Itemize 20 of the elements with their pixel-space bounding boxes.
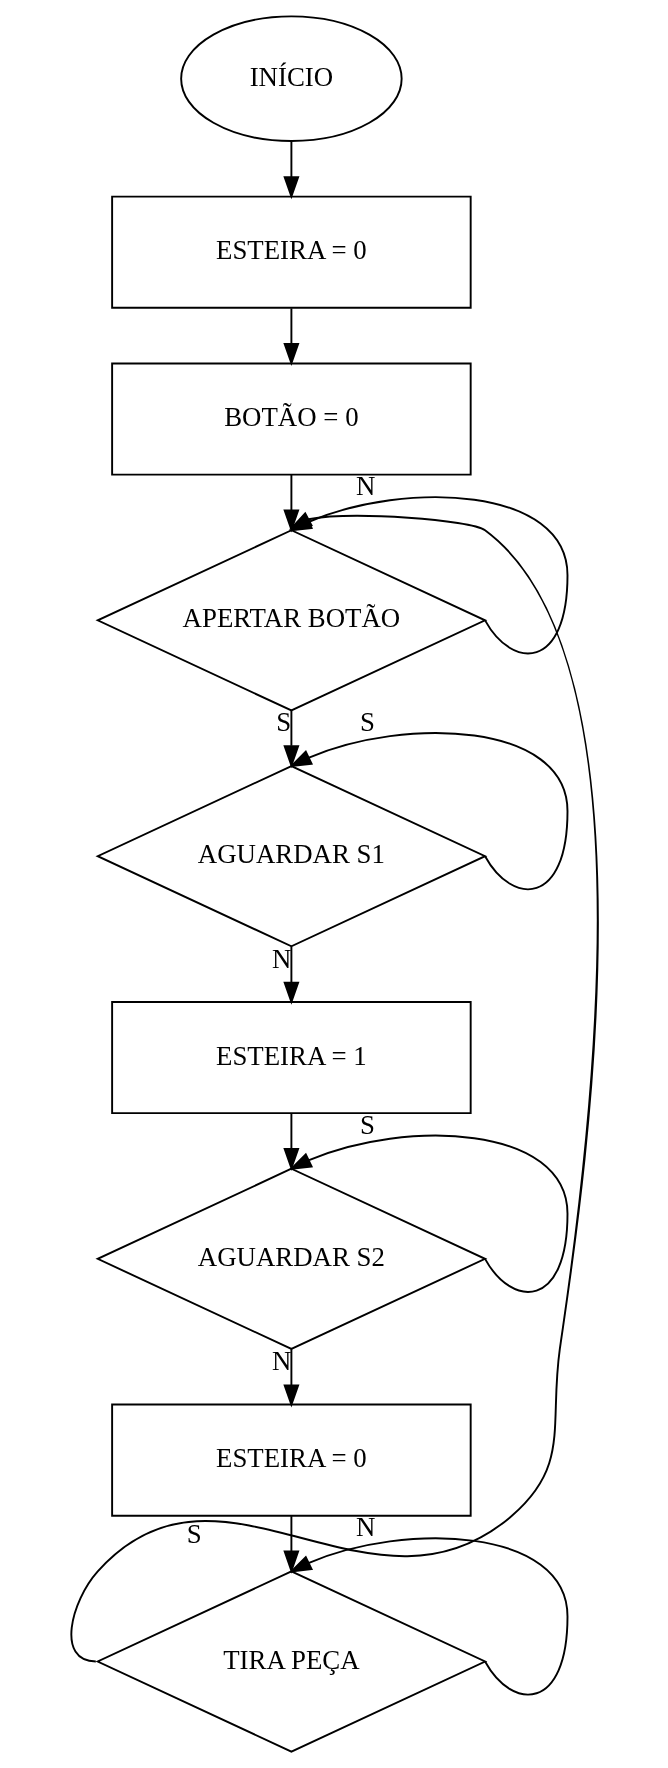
arrow	[288, 732, 568, 891]
node-ellipse: INÍCIO	[179, 15, 403, 142]
arrow	[282, 1515, 299, 1574]
arrow	[282, 1348, 299, 1408]
node-diamond: APERTAR BOTÃO	[94, 529, 487, 712]
node-diamond: AGUARDAR S1	[94, 765, 487, 948]
node-diamond: AGUARDAR S2	[94, 1167, 487, 1350]
arrow	[282, 140, 299, 200]
arrow	[282, 473, 299, 533]
arrow	[282, 709, 299, 769]
arrow	[282, 945, 299, 1005]
arrow	[282, 307, 299, 366]
edge-label: S	[186, 1518, 202, 1549]
node-box: ESTEIRA = 0	[110, 195, 472, 309]
arrow	[282, 1112, 299, 1171]
arrow	[288, 1537, 568, 1696]
node-box: ESTEIRA = 1	[110, 1000, 472, 1115]
node-box: BOTÃO = 0	[110, 362, 472, 476]
node-box: ESTEIRA = 0	[110, 1403, 472, 1517]
node-diamond: TIRA PEÇA	[94, 1570, 487, 1753]
